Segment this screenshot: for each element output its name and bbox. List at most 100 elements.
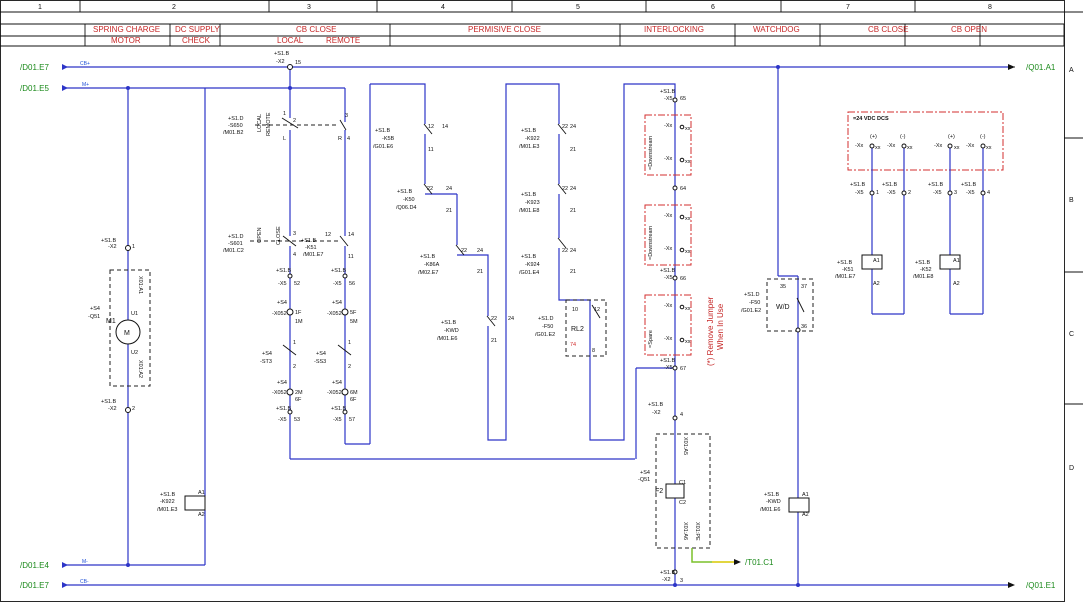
k922p-ref: /M01.E3 bbox=[519, 144, 539, 150]
st3-loc: +S4 bbox=[262, 351, 272, 357]
dc-k922-tag: -K922 bbox=[160, 499, 175, 505]
selector-remote: REMOTE bbox=[266, 112, 272, 136]
k86a-ref: /M02.E7 bbox=[418, 270, 438, 276]
k924-tag: -K924 bbox=[525, 262, 540, 268]
dcs-k52-tag: -K52 bbox=[920, 267, 932, 273]
wd-pin-37: 37 bbox=[801, 284, 807, 290]
dcs-xx-pin-4: xx bbox=[986, 145, 992, 151]
header-permissive-close: PERMISIVE CLOSE bbox=[468, 25, 541, 34]
wd-a1: A1 bbox=[802, 492, 809, 498]
k52-a2: A2 bbox=[953, 281, 960, 287]
x5-64-pin: 64 bbox=[680, 186, 686, 192]
k50-tag: -K50 bbox=[403, 197, 415, 203]
x5-66-pin: 66 bbox=[680, 276, 686, 282]
x052-3-pin-a: 2M bbox=[295, 390, 303, 396]
xx-2-pin: xx bbox=[685, 159, 691, 165]
header-local: LOCAL bbox=[277, 36, 304, 45]
sel-pin-1: 1 bbox=[283, 111, 286, 117]
header-cb-open: CB OPEN bbox=[951, 25, 987, 34]
dcs-xx-2: -Xx bbox=[887, 143, 896, 149]
ref-t01-c1: /T01.C1 bbox=[745, 558, 774, 567]
local-s601-ref: /M01.C2 bbox=[223, 248, 244, 254]
motor-symbol: M bbox=[124, 330, 130, 337]
motor-u1: U1 bbox=[131, 311, 138, 317]
dcs-xx-pin-2: xx bbox=[907, 145, 913, 151]
k86a-pin-24: 24 bbox=[477, 248, 483, 254]
wd-pin-35: 35 bbox=[780, 284, 786, 290]
q51-coil-loc: +S4 bbox=[640, 470, 650, 476]
dcs-x5-3-tag: -X5 bbox=[933, 190, 942, 196]
local-s650-ref: /M01.B2 bbox=[223, 130, 243, 136]
remove-jumper-note: (*) Remove Jumper bbox=[706, 296, 715, 366]
st3-pin-1: 1 bbox=[293, 340, 296, 346]
downstream-label-2: =Downstream bbox=[648, 225, 654, 260]
perm-f50-ref: /G01.E2 bbox=[535, 332, 555, 338]
kwd-pin-22: 22 bbox=[491, 316, 497, 322]
motor-x2-top-tag: -X2 bbox=[108, 244, 117, 250]
dcs-title: =24 VDC DCS bbox=[853, 116, 889, 122]
dcs-x5-2-loc: +S1.B bbox=[882, 182, 897, 188]
xx-5-tag: -Xx bbox=[664, 303, 673, 309]
row-b: B bbox=[1069, 197, 1074, 204]
wd-f50-ref: /G01.E2 bbox=[741, 308, 761, 314]
f2-label: F2 bbox=[655, 488, 663, 495]
ref-d01-e7-bot: /D01.E7 bbox=[20, 581, 49, 590]
sel-pin-4: 4 bbox=[347, 136, 350, 142]
ref-d01-e7-top: /D01.E7 bbox=[20, 63, 49, 72]
col-2: 2 bbox=[172, 4, 176, 11]
header-watchdog: WATCHDOG bbox=[753, 25, 800, 34]
wd-kwd-ref: /M01.E6 bbox=[760, 507, 780, 513]
x052-3-pin-b: 6F bbox=[295, 397, 302, 403]
bus-lines: /D01.E7 /D01.E5 /D01.E4 /D01.E7 /Q01.A1 … bbox=[20, 61, 1056, 590]
local-s601-loc: +S1.D bbox=[228, 234, 243, 240]
x2-3-loc: +S1.B bbox=[660, 570, 675, 576]
rl2-number: 74 bbox=[570, 342, 576, 348]
kwd-pin-21: 21 bbox=[491, 338, 497, 344]
k5b-pin-12: 12 bbox=[428, 124, 434, 130]
x052-3-loc: +S4 bbox=[277, 380, 287, 386]
rl2-pin-12: 12 bbox=[594, 307, 600, 313]
motor-x2-bot-pin: 2 bbox=[132, 406, 135, 412]
k924-pin-24: 24 bbox=[570, 248, 576, 254]
q51-coil-tag: -Q51 bbox=[638, 477, 650, 483]
col-6: 6 bbox=[711, 4, 715, 11]
ref-d01-e5: /D01.E5 bbox=[20, 84, 49, 93]
dc-k922-loc: +S1.B bbox=[160, 492, 175, 498]
dc-k922-ref: /M01.E3 bbox=[157, 507, 177, 513]
k5b-tag: -K5B bbox=[382, 136, 395, 142]
xx-4-pin: xx bbox=[685, 249, 691, 255]
local-x2-15-pin: 15 bbox=[295, 60, 301, 66]
st3-tag: -ST3 bbox=[260, 359, 272, 365]
dcs-minus-2: (-) bbox=[980, 134, 986, 140]
x052-1-pin-b: 1M bbox=[295, 319, 303, 325]
k923-ref: /M01.E8 bbox=[519, 208, 539, 214]
dcs-x5-3-loc: +S1.B bbox=[928, 182, 943, 188]
wd-kwd-tag: -KWD bbox=[766, 499, 781, 505]
k86a-pin-22: 22 bbox=[461, 248, 467, 254]
cb-close-local-remote: +S1.B -X2 15 +S1.D -S650 /M01.B2 LOCAL R… bbox=[223, 51, 635, 460]
x01-a6: X01:A6 bbox=[682, 522, 688, 540]
header-dc-supply: DC SUPPLY bbox=[175, 25, 220, 34]
dcs-plus-1: (+) bbox=[870, 134, 877, 140]
k923-pin-21: 21 bbox=[570, 208, 576, 214]
xx-1-tag: -Xx bbox=[664, 123, 673, 129]
dcs-xx-1: -Xx bbox=[855, 143, 864, 149]
bus-m-plus: M+ bbox=[82, 82, 89, 88]
x5-52-loc: +S1.B bbox=[276, 268, 291, 274]
local-x2-15-loc: +S1.B bbox=[274, 51, 289, 57]
local-s601-tag: -S601 bbox=[228, 241, 243, 247]
c2-pin: C2 bbox=[679, 500, 686, 506]
k922p-tag: -K922 bbox=[525, 136, 540, 142]
watchdog: +S1.D -F50 /G01.E2 W/D 35 37 36 +S1.B -K… bbox=[741, 65, 814, 587]
dcs-minus-1: (-) bbox=[900, 134, 906, 140]
bus-cb-minus: CB- bbox=[80, 579, 89, 585]
dc-a2: A2 bbox=[198, 512, 205, 518]
col-7: 7 bbox=[846, 4, 850, 11]
k51-pin-14: 14 bbox=[348, 232, 354, 238]
dcs-x5-term-4: 4 bbox=[987, 190, 990, 196]
k50-pin-24: 24 bbox=[446, 186, 452, 192]
dcs-x5-4-tag: -X5 bbox=[966, 190, 975, 196]
x2-3-pin: 3 bbox=[680, 578, 683, 584]
k51-a1: A1 bbox=[873, 258, 880, 264]
x052-1-pin-a: 1F bbox=[295, 310, 302, 316]
